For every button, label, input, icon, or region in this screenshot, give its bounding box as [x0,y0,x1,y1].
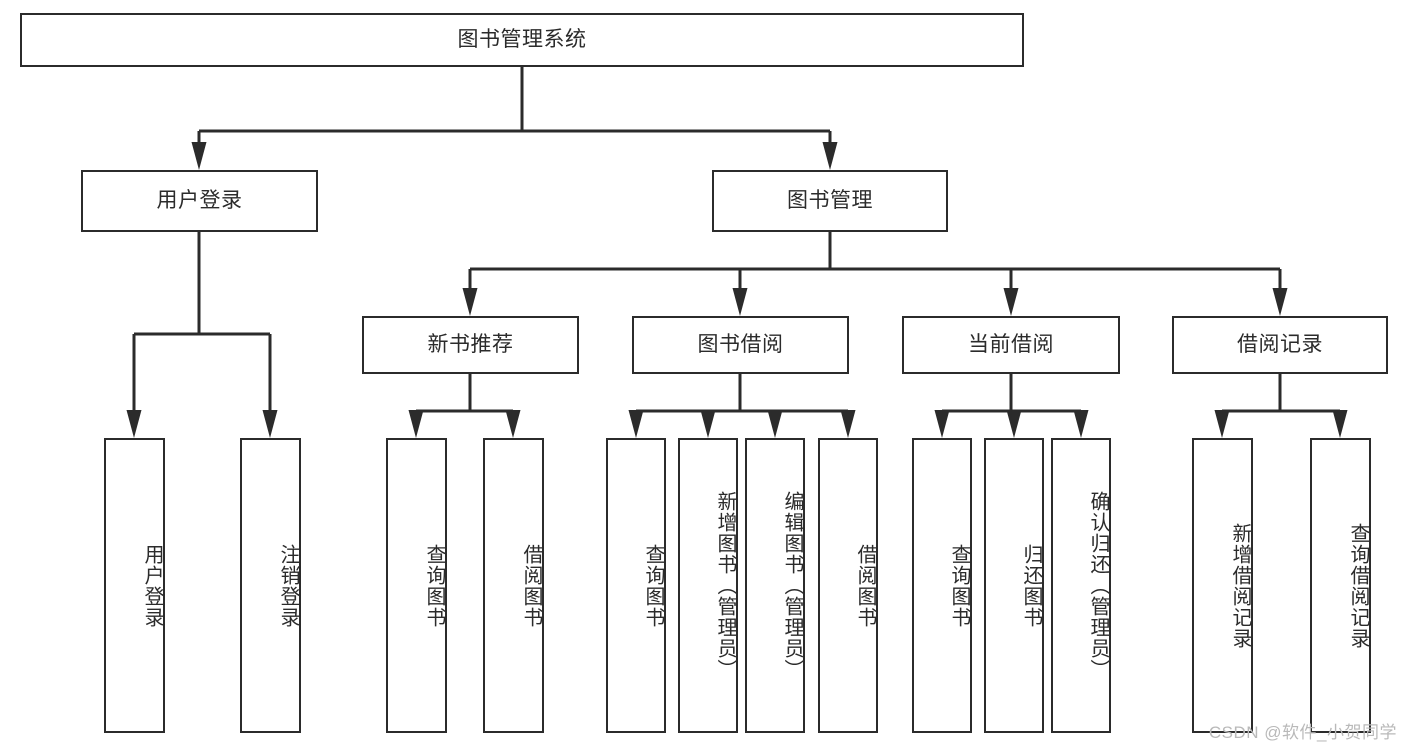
leaf-user-login-label: 用户登录 [141,543,163,628]
leaf-rec-borrow-label: 借阅图书 [520,543,542,628]
leaf-borrow-lend[interactable]: 借阅图书 [818,438,878,733]
leaf-rec-borrow[interactable]: 借阅图书 [483,438,544,733]
leaf-user-login[interactable]: 用户登录 [104,438,165,733]
node-user-login-label: 用户登录 [156,189,243,213]
node-current-borrow[interactable]: 当前借阅 [902,316,1120,374]
leaf-borrow-lend-label: 借阅图书 [854,543,876,628]
leaf-rec-add-label: 新增借阅记录 [1229,522,1251,649]
node-new-book-rec-label: 新书推荐 [427,333,514,357]
leaf-cur-confirm-label: 确认归还（管理员） [1087,491,1109,680]
leaf-rec-query-label: 查询图书 [423,543,445,628]
leaf-borrow-edit-label: 编辑图书（管理员） [781,491,803,680]
node-current-borrow-label: 当前借阅 [968,333,1054,357]
node-root-label: 图书管理系统 [457,28,587,52]
leaf-borrow-add-label: 新增图书（管理员） [714,491,736,680]
leaf-cur-return-label: 归还图书 [1020,543,1042,628]
leaf-rec-search-label: 查询借阅记录 [1347,522,1369,649]
leaf-borrow-edit[interactable]: 编辑图书（管理员） [745,438,805,733]
node-book-manage-label: 图书管理 [787,189,873,213]
node-book-borrow[interactable]: 图书借阅 [632,316,849,374]
leaf-rec-query[interactable]: 查询图书 [386,438,447,733]
leaf-borrow-query[interactable]: 查询图书 [606,438,666,733]
node-borrow-record[interactable]: 借阅记录 [1172,316,1388,374]
leaf-user-logout-label: 注销登录 [277,543,299,628]
leaf-borrow-add[interactable]: 新增图书（管理员） [678,438,738,733]
leaf-cur-confirm[interactable]: 确认归还（管理员） [1051,438,1111,733]
leaf-borrow-query-label: 查询图书 [642,543,664,628]
node-root[interactable]: 图书管理系统 [20,13,1024,67]
node-new-book-rec[interactable]: 新书推荐 [362,316,579,374]
leaf-rec-search[interactable]: 查询借阅记录 [1310,438,1371,733]
leaf-cur-return[interactable]: 归还图书 [984,438,1044,733]
leaf-rec-add[interactable]: 新增借阅记录 [1192,438,1253,733]
node-book-borrow-label: 图书借阅 [697,333,784,357]
node-user-login[interactable]: 用户登录 [81,170,318,232]
csdn-watermark: CSDN @软件_小贺同学 [1208,723,1397,742]
node-borrow-record-label: 借阅记录 [1237,333,1323,357]
leaf-cur-query[interactable]: 查询图书 [912,438,972,733]
node-book-manage[interactable]: 图书管理 [712,170,948,232]
leaf-cur-query-label: 查询图书 [948,543,970,628]
leaf-user-logout[interactable]: 注销登录 [240,438,301,733]
